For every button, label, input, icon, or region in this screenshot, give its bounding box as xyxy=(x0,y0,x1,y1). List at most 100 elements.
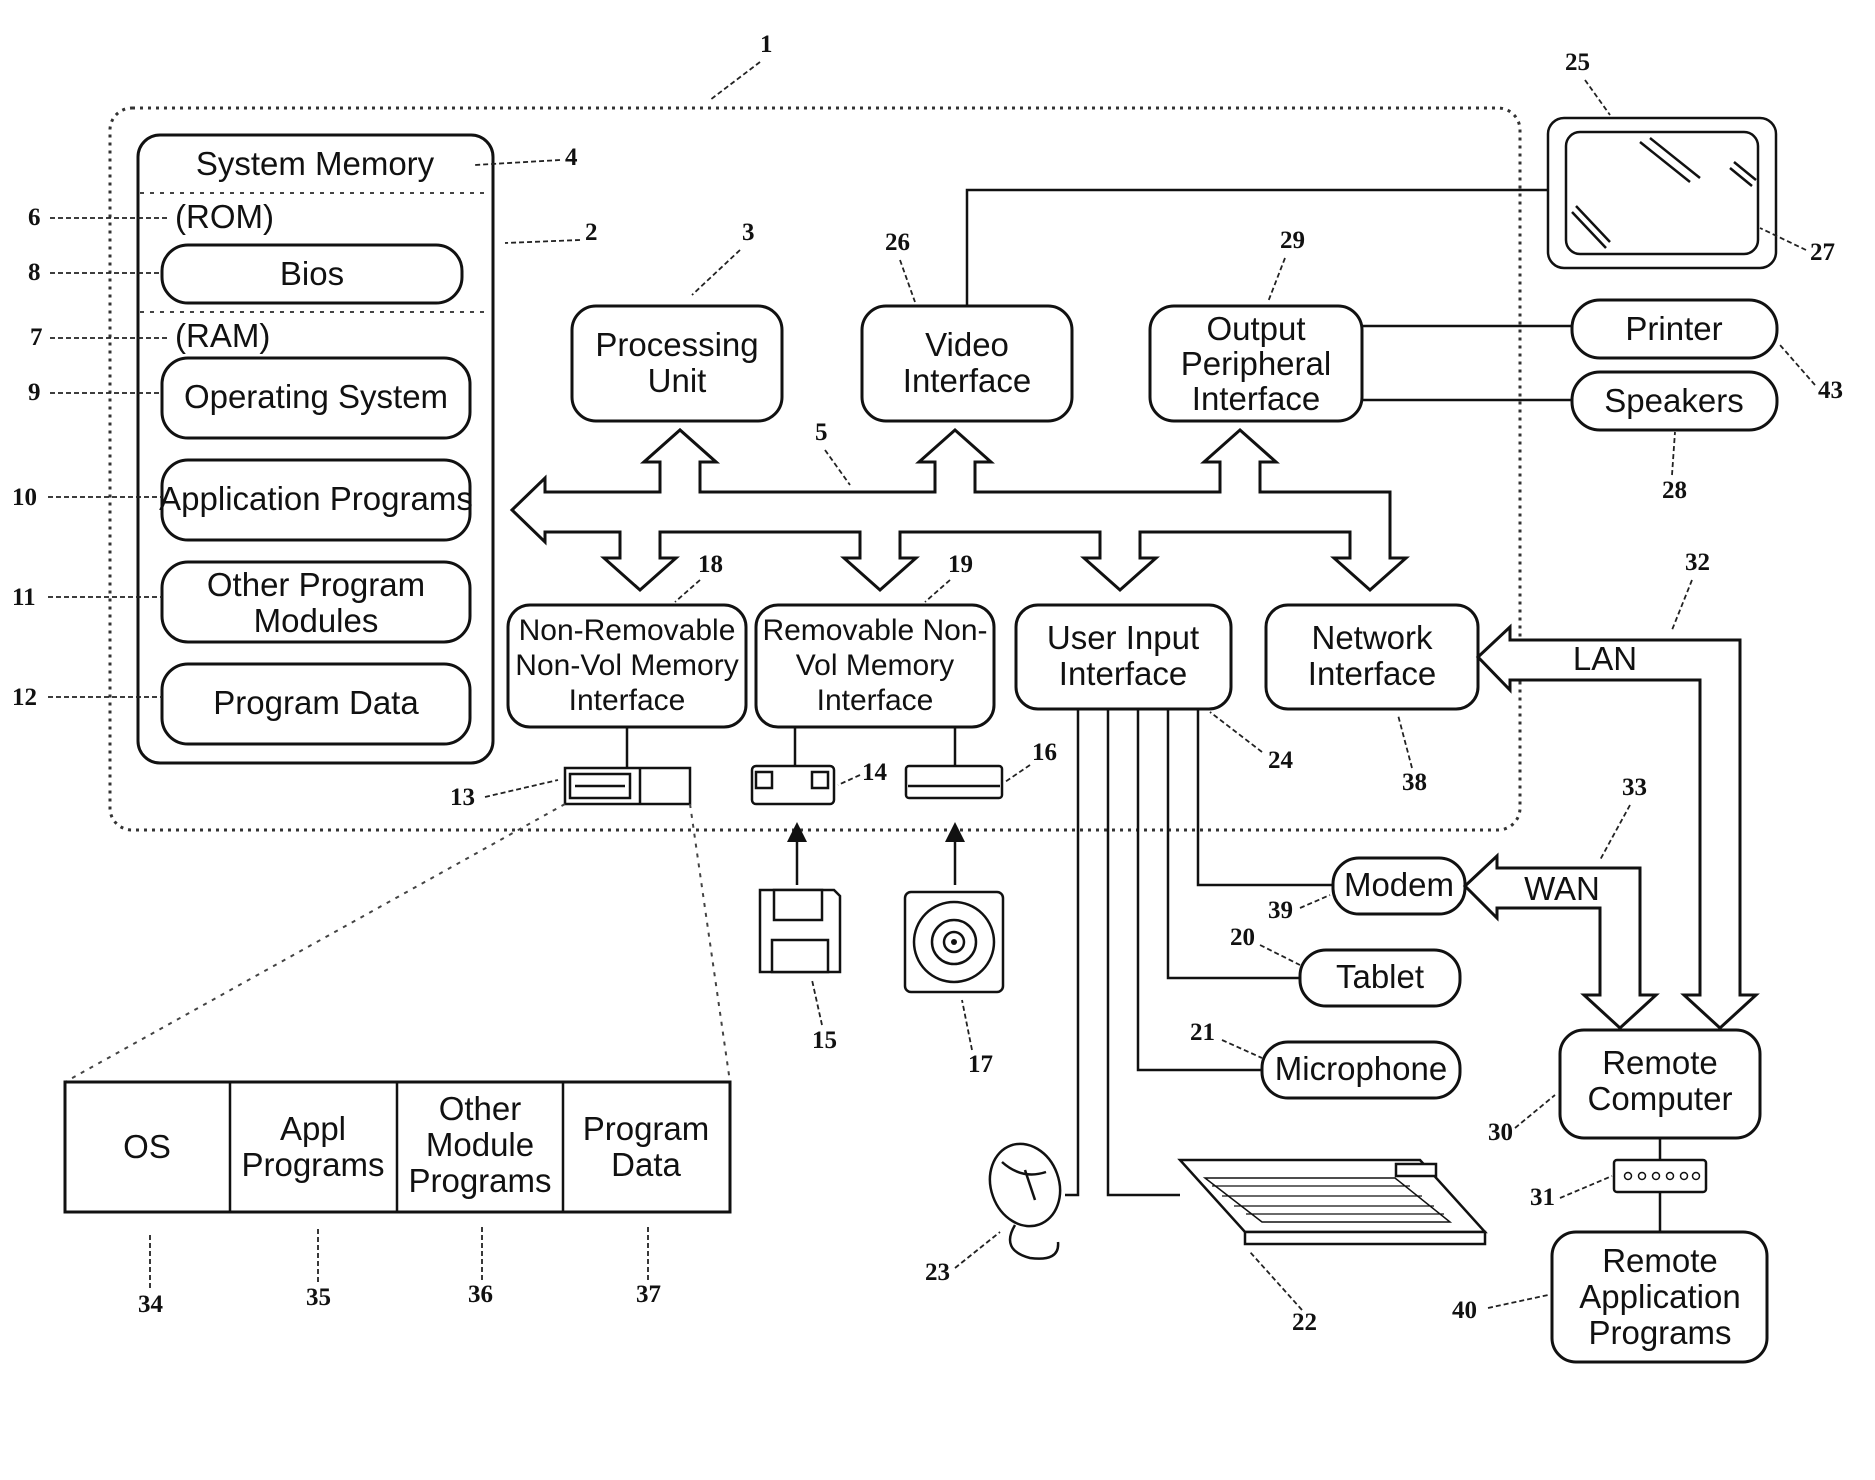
table-os-label: OS xyxy=(123,1128,171,1165)
leader-28 xyxy=(1672,432,1675,475)
ref-33: 33 xyxy=(1622,774,1647,801)
ref-3: 3 xyxy=(742,219,755,246)
ref-40: 40 xyxy=(1452,1297,1477,1324)
ref-38: 38 xyxy=(1402,769,1427,796)
removable-label-1: Removable Non- xyxy=(762,614,987,647)
ref-23: 23 xyxy=(925,1259,950,1286)
output-peripheral-label-2: Peripheral xyxy=(1181,345,1331,382)
ref-7: 7 xyxy=(30,324,43,351)
remote-computer-label-1: Remote xyxy=(1602,1044,1718,1081)
ref-39: 39 xyxy=(1268,897,1293,924)
program-data-label: Program Data xyxy=(213,684,419,721)
ref-29: 29 xyxy=(1280,227,1305,254)
leader-32 xyxy=(1672,580,1692,630)
ref-24: 24 xyxy=(1268,747,1294,774)
user-input-label-1: User Input xyxy=(1047,619,1199,656)
leader-15 xyxy=(812,980,822,1025)
leader-31 xyxy=(1560,1176,1612,1198)
output-peripheral-label-1: Output xyxy=(1206,310,1305,347)
ref-17: 17 xyxy=(968,1051,993,1078)
leader-24 xyxy=(1210,712,1262,752)
leader-21 xyxy=(1222,1040,1262,1058)
ref-11: 11 xyxy=(12,584,36,611)
keyboard-icon xyxy=(1180,1160,1485,1244)
application-programs-label: Application Programs xyxy=(159,480,473,517)
system-memory-title: System Memory xyxy=(196,145,435,182)
user-input-label-2: Interface xyxy=(1059,655,1187,692)
leader-38 xyxy=(1398,715,1412,768)
video-to-monitor-wire xyxy=(967,190,1548,306)
network-interface-label-2: Interface xyxy=(1308,655,1436,692)
ref-13: 13 xyxy=(450,784,475,811)
printer-label: Printer xyxy=(1625,310,1722,347)
leader-33 xyxy=(1600,805,1630,860)
ref-9: 9 xyxy=(28,379,41,406)
ref-22: 22 xyxy=(1292,1309,1317,1336)
ref-37: 37 xyxy=(636,1281,661,1308)
monitor-icon xyxy=(1548,118,1776,268)
non-removable-label-3: Interface xyxy=(569,684,686,717)
leader-23 xyxy=(955,1232,1000,1268)
non-removable-label-1: Non-Removable xyxy=(519,614,736,647)
leader-20 xyxy=(1260,945,1300,965)
leader-14 xyxy=(838,775,860,785)
ref-14: 14 xyxy=(862,759,888,786)
leader-1 xyxy=(710,62,760,100)
ref-8: 8 xyxy=(28,259,41,286)
leader-39 xyxy=(1300,895,1330,908)
ref-10: 10 xyxy=(12,484,37,511)
leader-2 xyxy=(505,240,580,243)
ref-19: 19 xyxy=(948,551,973,578)
floppy-disk-icon xyxy=(760,890,840,972)
speakers-label: Speakers xyxy=(1604,382,1743,419)
video-interface-label-1: Video xyxy=(925,326,1009,363)
other-program-modules-label-1: Other Program xyxy=(207,566,425,603)
floppy-arrow-head xyxy=(787,822,807,842)
optical-drive-icon xyxy=(906,766,1002,798)
wan-label: WAN xyxy=(1524,870,1600,907)
table-other-label-2: Module xyxy=(426,1126,534,1163)
leader-43 xyxy=(1780,345,1815,385)
ref-20: 20 xyxy=(1230,924,1255,951)
leader-40 xyxy=(1488,1295,1548,1308)
leader-19 xyxy=(925,580,950,602)
leader-25 xyxy=(1585,80,1610,115)
cd-disc-icon xyxy=(905,892,1003,992)
ref-16: 16 xyxy=(1032,739,1057,766)
processing-unit-label-1: Processing xyxy=(595,326,758,363)
ref-15: 15 xyxy=(812,1027,837,1054)
remote-apps-label-1: Remote xyxy=(1602,1242,1718,1279)
remote-apps-label-3: Programs xyxy=(1588,1314,1731,1351)
ref-26: 26 xyxy=(885,229,910,256)
input-to-mouse-wire xyxy=(1065,709,1078,1195)
network-hub-icon xyxy=(1614,1160,1706,1192)
zoom-line-right xyxy=(690,804,730,1082)
ref-30: 30 xyxy=(1488,1119,1513,1146)
removable-label-3: Interface xyxy=(817,684,934,717)
bios-label: Bios xyxy=(280,255,344,292)
ref-12: 12 xyxy=(12,684,37,711)
table-appl-label-2: Programs xyxy=(241,1146,384,1183)
ref-18: 18 xyxy=(698,551,723,578)
ref-35: 35 xyxy=(306,1284,331,1311)
leader-3 xyxy=(692,250,740,295)
mouse-icon xyxy=(979,1134,1072,1259)
leader-18 xyxy=(675,580,700,602)
processing-unit-label-2: Unit xyxy=(648,362,707,399)
ref-32: 32 xyxy=(1685,549,1710,576)
rom-label: (ROM) xyxy=(175,198,274,235)
ref-6: 6 xyxy=(28,204,41,231)
ram-label: (RAM) xyxy=(175,317,270,354)
ref-25: 25 xyxy=(1565,49,1590,76)
leader-5 xyxy=(825,450,850,485)
table-other-label-1: Other xyxy=(439,1090,522,1127)
leader-13 xyxy=(485,780,558,797)
network-interface-label-1: Network xyxy=(1311,619,1433,656)
zoom-line-left xyxy=(65,804,565,1082)
video-interface-label-2: Interface xyxy=(903,362,1031,399)
table-program-data-label-1: Program xyxy=(583,1110,710,1147)
tablet-label: Tablet xyxy=(1336,958,1424,995)
hard-disk-icon xyxy=(565,768,690,804)
